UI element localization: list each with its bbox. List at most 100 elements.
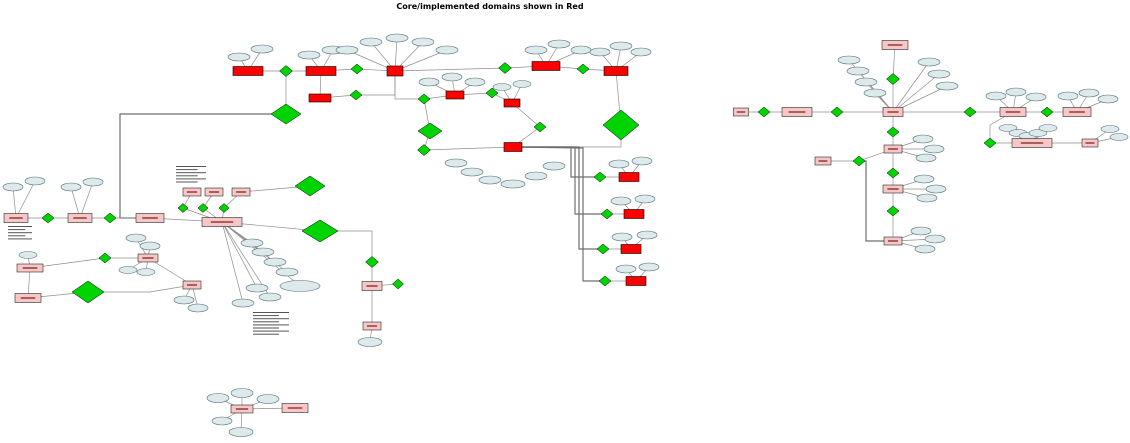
attribute-ellipse xyxy=(250,44,274,54)
entity-label-text xyxy=(9,217,23,219)
connector-line xyxy=(221,221,258,289)
attribute-ellipse xyxy=(915,153,937,163)
entity-label-text xyxy=(235,191,247,193)
attribute-ellipse xyxy=(611,232,633,242)
entity-label-text xyxy=(818,160,828,162)
attribute-ellipse xyxy=(863,88,887,98)
attribute-ellipse xyxy=(910,226,932,236)
attribute-ellipse xyxy=(258,292,282,302)
core-entity-node xyxy=(620,244,642,254)
connector-line xyxy=(892,61,930,113)
connector-line xyxy=(513,146,607,215)
attribute-ellipse xyxy=(435,45,459,55)
relationship-diamond xyxy=(301,219,339,243)
attribute-ellipse xyxy=(297,50,321,60)
attribute-ellipse xyxy=(1100,125,1120,133)
relationship-diamond xyxy=(886,167,900,179)
attribute-ellipse xyxy=(211,416,233,426)
attribute-ellipse xyxy=(512,80,532,88)
entity-label-text xyxy=(1069,111,1085,113)
relationship-diamond xyxy=(886,205,900,217)
core-entity-node xyxy=(445,90,465,100)
core-entity-node xyxy=(308,93,332,103)
relationship-diamond xyxy=(485,87,499,99)
attribute-ellipse xyxy=(335,45,359,55)
attribute-ellipse xyxy=(2,182,24,192)
core-entity-node xyxy=(232,66,264,76)
connector-line xyxy=(27,267,31,299)
connector-line xyxy=(892,44,896,80)
relationship-diamond xyxy=(600,208,614,220)
annotation-text-block xyxy=(253,321,279,323)
core-entity-node xyxy=(623,209,645,219)
attribute-ellipse xyxy=(570,45,592,55)
relationship-diamond xyxy=(417,93,431,105)
relationship-diamond xyxy=(830,106,844,118)
annotation-text-block xyxy=(176,181,198,183)
attribute-ellipse xyxy=(411,37,435,47)
entity-label-text xyxy=(210,221,234,223)
core-entity-node xyxy=(386,65,404,77)
attribute-ellipse xyxy=(275,267,299,277)
attribute-ellipse xyxy=(610,196,632,206)
attribute-ellipse xyxy=(173,295,195,305)
attribute-ellipse xyxy=(1038,124,1058,132)
annotation-text-block xyxy=(176,175,198,177)
relationship-diamond xyxy=(417,122,443,140)
attribute-ellipse xyxy=(542,161,566,171)
attribute-ellipse xyxy=(914,244,936,254)
attribute-ellipse xyxy=(1057,91,1079,101)
attribute-ellipse xyxy=(418,77,440,87)
attribute-ellipse xyxy=(846,66,870,76)
attribute-ellipse xyxy=(500,179,526,189)
annotation-text-block xyxy=(176,172,206,174)
relationship-diamond xyxy=(71,280,105,304)
annotation-text-block xyxy=(8,235,26,237)
connector-line xyxy=(892,73,940,113)
attribute-ellipse xyxy=(18,251,38,259)
annotation-text-block xyxy=(8,226,32,227)
annotation-text-block xyxy=(253,312,289,313)
relationship-diamond xyxy=(852,155,866,167)
attribute-ellipse xyxy=(228,427,254,437)
relationship-diamond xyxy=(365,256,379,268)
attribute-ellipse xyxy=(227,52,251,62)
diagram-title: Core/implemented domains shown in Red xyxy=(396,2,584,11)
attribute-ellipse xyxy=(478,175,502,185)
attribute-ellipse xyxy=(125,233,147,243)
relationship-diamond xyxy=(294,175,326,197)
connector-line xyxy=(394,71,424,100)
relationship-diamond xyxy=(279,65,293,77)
attribute-ellipse xyxy=(913,174,935,184)
attribute-ellipse xyxy=(524,45,548,55)
entity-label-text xyxy=(1020,142,1044,144)
attribute-ellipse xyxy=(524,171,548,181)
entity-label-text xyxy=(22,267,38,269)
relationship-diamond xyxy=(197,203,209,213)
relationship-diamond xyxy=(533,121,547,133)
attribute-ellipse xyxy=(837,55,861,65)
attribute-ellipse xyxy=(464,77,486,87)
attribute-ellipse xyxy=(924,234,946,244)
attribute-ellipse xyxy=(206,393,230,403)
attribute-ellipse xyxy=(631,156,653,166)
connector-line xyxy=(15,180,36,219)
relationship-diamond xyxy=(177,203,189,213)
annotation-text-block xyxy=(253,324,289,326)
entity-label-text xyxy=(887,188,899,190)
attribute-ellipse xyxy=(385,33,409,43)
connector-line xyxy=(423,146,514,151)
attribute-ellipse xyxy=(441,72,463,82)
connector-line xyxy=(221,221,244,304)
attribute-ellipse xyxy=(118,266,138,274)
relationship-diamond xyxy=(1040,106,1054,118)
entity-label-text xyxy=(366,325,378,327)
attribute-ellipse xyxy=(251,247,275,257)
annotation-text-block xyxy=(8,238,32,240)
entity-label-text xyxy=(235,408,249,410)
connector-line xyxy=(512,146,605,282)
attribute-ellipse xyxy=(912,134,934,144)
relationship-diamond xyxy=(598,275,612,287)
